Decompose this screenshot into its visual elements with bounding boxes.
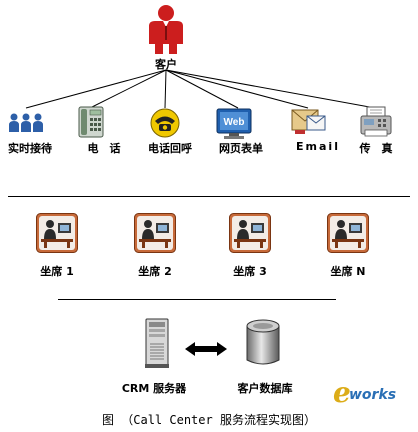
email-icon bbox=[291, 109, 326, 134]
database-label: 客户数据库 bbox=[237, 382, 293, 395]
double-arrow-icon bbox=[185, 342, 227, 356]
database-cylinder-icon bbox=[246, 319, 280, 365]
customer-to-channels-lines bbox=[25, 69, 376, 109]
agent-label-3: 坐席 3 bbox=[233, 265, 267, 278]
agent-label-n: 坐席 N bbox=[330, 265, 366, 278]
watermark-e-logo: e bbox=[333, 376, 351, 409]
server-label: CRM 服务器 bbox=[121, 382, 187, 395]
customer-label: 客户 bbox=[155, 58, 177, 71]
figure-caption: 图 （Call Center 服务流程实现图） bbox=[102, 413, 316, 427]
agent-desk-icon bbox=[134, 213, 176, 253]
channel-label-webform: 网页表单 bbox=[219, 142, 263, 155]
channel-label-email: Email bbox=[296, 140, 340, 153]
watermark-works-logo: works bbox=[349, 387, 397, 403]
callback-phone-icon bbox=[150, 108, 180, 138]
agent-desk-icon bbox=[229, 213, 271, 253]
agent-desk-icon bbox=[36, 213, 78, 253]
agent-label-2: 坐席 2 bbox=[138, 265, 172, 278]
web-monitor-icon: Web bbox=[216, 108, 252, 139]
channel-label-phone: 电 话 bbox=[87, 142, 121, 155]
divider-bottom bbox=[58, 299, 336, 300]
divider-top bbox=[8, 196, 410, 197]
desk-phone-icon bbox=[78, 106, 104, 138]
people-group-icon bbox=[9, 113, 43, 132]
channel-label-live: 实时接待 bbox=[8, 142, 52, 155]
web-badge-text: Web bbox=[224, 117, 245, 128]
server-tower-icon bbox=[145, 318, 169, 368]
fax-machine-icon bbox=[360, 106, 392, 137]
agent-label-1: 坐席 1 bbox=[40, 265, 74, 278]
agent-desk-icon bbox=[327, 213, 369, 253]
customer-person-icon bbox=[149, 5, 183, 54]
channel-label-fax: 传 真 bbox=[359, 142, 393, 155]
channel-label-callback: 电话回呼 bbox=[148, 142, 192, 155]
